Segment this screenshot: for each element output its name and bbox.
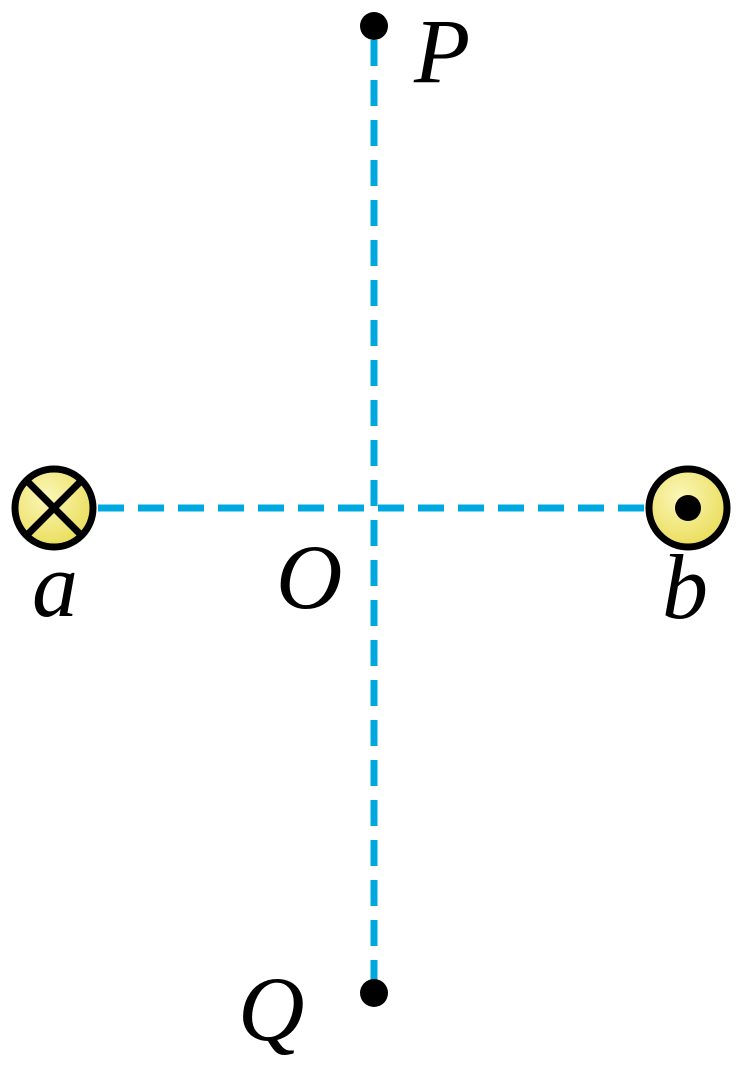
wire-a-icon	[11, 465, 97, 551]
point-p	[360, 12, 388, 40]
label-p: P	[413, 0, 470, 102]
label-b: b	[662, 536, 708, 638]
label-a: a	[32, 534, 78, 636]
label-q: Q	[238, 958, 304, 1060]
point-q	[360, 979, 388, 1007]
label-o: O	[276, 526, 342, 628]
wire-b-icon	[645, 465, 731, 551]
